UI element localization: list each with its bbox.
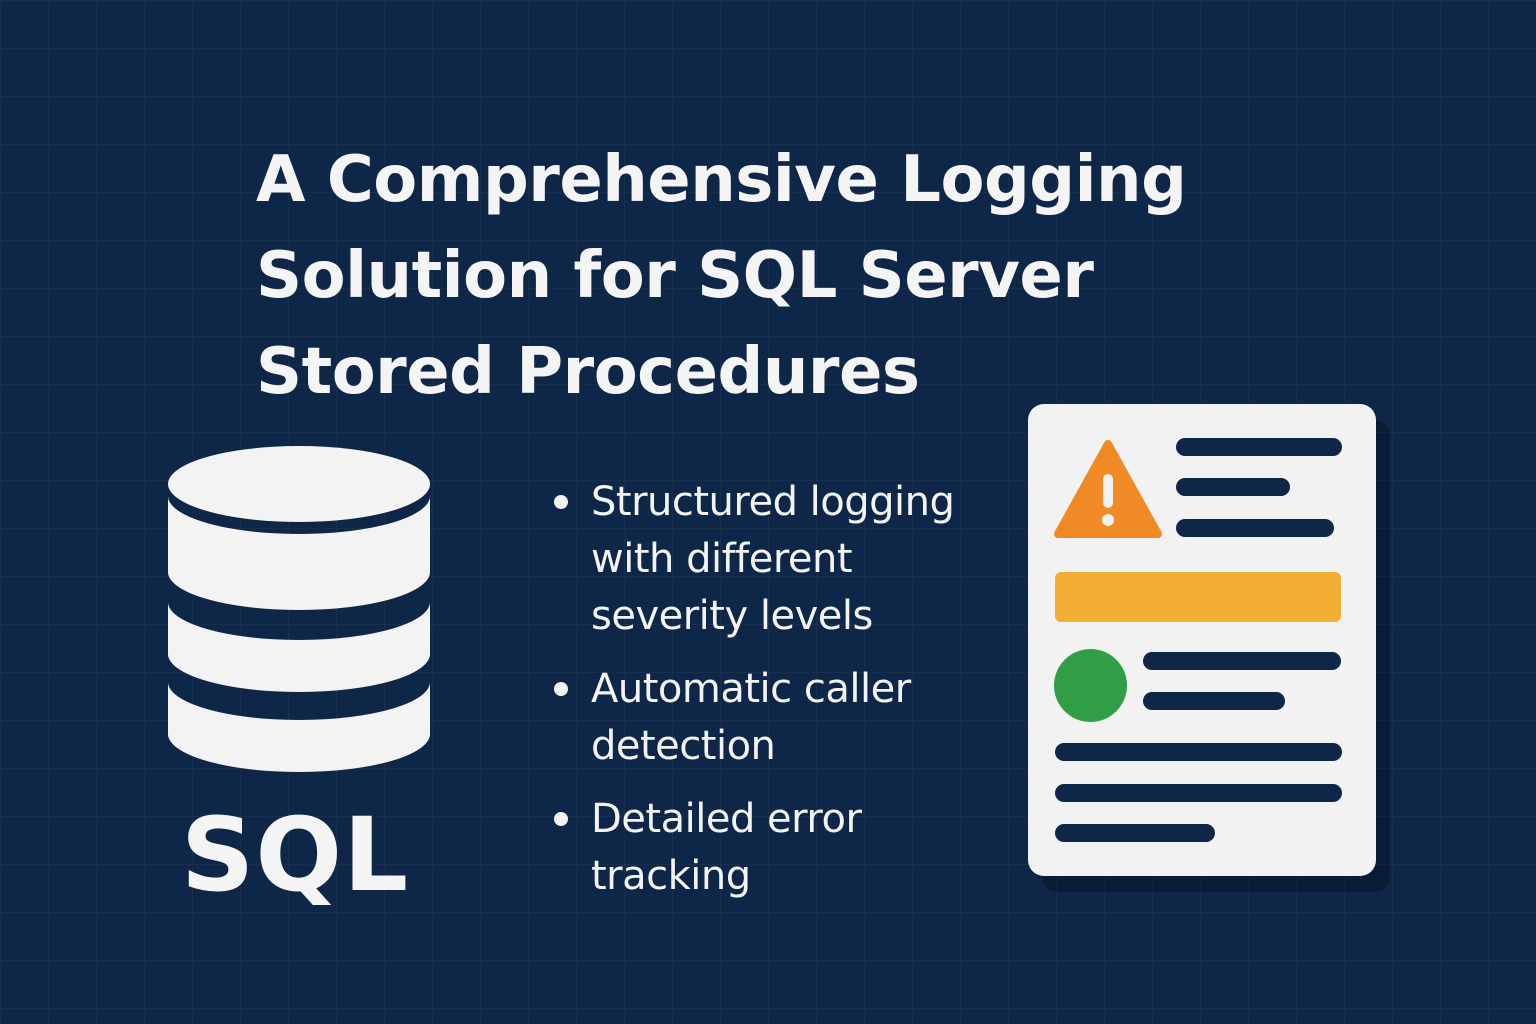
bullet-icon	[554, 495, 568, 509]
database-icon	[160, 444, 440, 784]
sql-label: SQL	[180, 796, 410, 915]
log-line	[1055, 824, 1215, 842]
page-title: A Comprehensive Logging Solution for SQL…	[256, 132, 1316, 420]
bullet-icon	[554, 682, 568, 696]
feature-item: Detailed error tracking	[548, 791, 1008, 905]
feature-text: Structured logging with different severi…	[591, 479, 955, 639]
title-line-1: A Comprehensive Logging	[256, 143, 1187, 217]
highlighted-log-line	[1055, 572, 1341, 622]
log-line	[1176, 438, 1342, 456]
bullet-icon	[554, 812, 568, 826]
database-cylinder-graphic	[168, 446, 430, 772]
feature-text: Automatic caller detection	[591, 666, 911, 769]
log-line	[1176, 478, 1290, 496]
log-line	[1055, 784, 1342, 802]
warning-icon	[1054, 440, 1162, 538]
feature-item: Structured logging with different severi…	[548, 474, 1008, 645]
log-document-icon	[1028, 404, 1376, 876]
feature-item: Automatic caller detection	[548, 661, 1008, 775]
feature-text: Detailed error tracking	[591, 796, 862, 899]
feature-list: Structured logging with different severi…	[548, 474, 1008, 921]
title-line-3: Stored Procedures	[256, 335, 920, 409]
log-line	[1176, 519, 1334, 537]
log-line	[1143, 652, 1341, 670]
success-icon	[1054, 649, 1127, 722]
log-line	[1143, 692, 1285, 710]
log-line	[1055, 743, 1342, 761]
title-line-2: Solution for SQL Server	[256, 239, 1094, 313]
